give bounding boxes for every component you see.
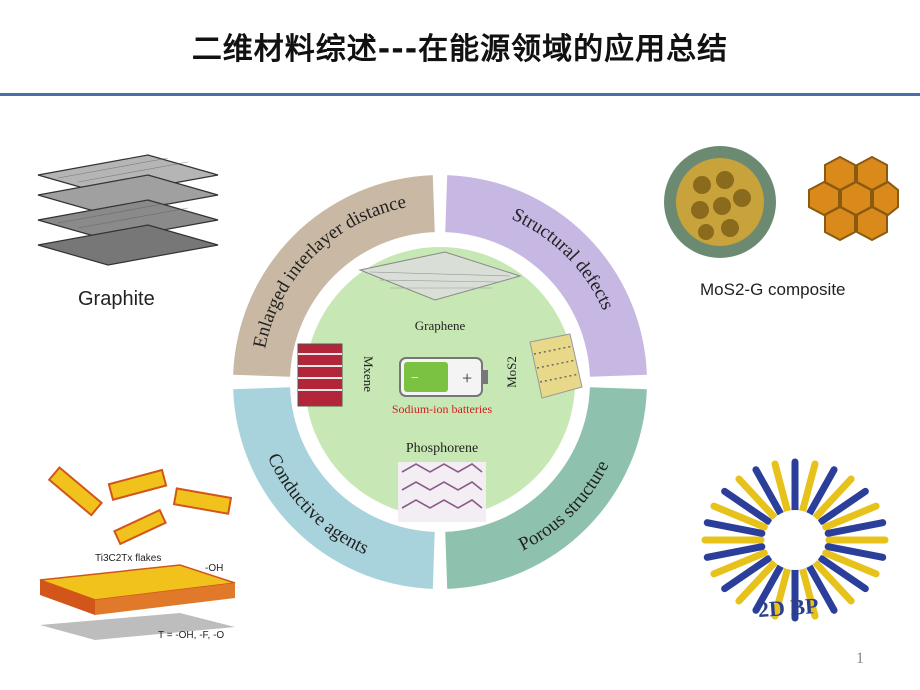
- mos2-label: MoS2: [504, 356, 519, 388]
- svg-text:−: −: [411, 371, 419, 386]
- sector-porous-structure: [445, 387, 647, 589]
- graphene-sheet-icon: [358, 251, 522, 301]
- title-divider: [0, 93, 920, 96]
- slide-title: 二维材料综述---在能源领域的应用总结: [191, 32, 729, 67]
- page-number: 1: [856, 650, 864, 667]
- bp-label: 2D BP: [757, 592, 820, 623]
- phosphorene-label: Phosphorene: [406, 441, 478, 456]
- mxene-caption: Ti3C2Tx flakes: [95, 553, 162, 564]
- mos2-g-label: MoS2-G composite: [700, 280, 846, 299]
- graphite-figure: Graphite: [18, 140, 228, 320]
- sector-structural-defects: [445, 175, 647, 377]
- mxene-flakes-figure: Ti3C2Tx flakes -OH T = -OH, -F, -O: [30, 465, 250, 650]
- black-phosphorus-icon: [701, 458, 889, 622]
- mxene-block-icon: [297, 343, 343, 407]
- mxene-flakes-icon: [39, 466, 236, 640]
- battery-label: Sodium-ion batteries: [392, 402, 493, 416]
- graphite-layers-icon: [37, 154, 219, 266]
- mos2-g-spheres-icon: [664, 146, 899, 258]
- mos2-g-figure: MoS2-G composite: [660, 140, 900, 310]
- strategy-wheel: Graphene Mxene − + Sodium-ion batteries …: [233, 175, 647, 589]
- sector-enlarged-interlayer-distance: [233, 175, 435, 377]
- sector-conductive-agents: [233, 387, 435, 589]
- mxene-label: Mxene: [361, 356, 376, 392]
- graphite-label: Graphite: [78, 288, 155, 310]
- svg-text:+: +: [462, 368, 472, 388]
- mxene-t-label: T = -OH, -F, -O: [158, 630, 225, 641]
- mos2-crystal-icon: [529, 333, 583, 399]
- graphene-label: Graphene: [415, 318, 466, 333]
- battery-icon: − +: [399, 357, 488, 397]
- bp-figure: 2D BP: [700, 455, 890, 635]
- phosphorene-lattice-icon: [398, 462, 486, 522]
- mxene-oh-label: -OH: [205, 563, 224, 574]
